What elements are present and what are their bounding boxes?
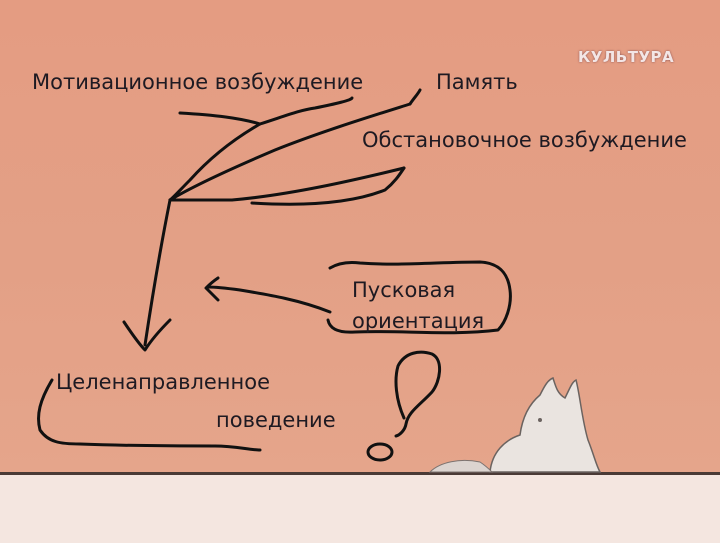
label-motivational-arousal: Мотивационное возбуждение <box>32 70 363 95</box>
logo-text: КУЛЬТУРА <box>578 48 674 66</box>
brace-motivational <box>180 98 352 124</box>
channel-logo: КУЛЬТУРА <box>578 44 698 72</box>
arrow-left <box>208 287 330 312</box>
label-goal-line2: поведение <box>216 408 336 433</box>
label-goal-line1: Целенаправленное <box>56 370 270 395</box>
arrow-left-head <box>206 278 218 300</box>
label-trigger-line1: Пусковая <box>352 278 455 303</box>
label-memory: Память <box>436 70 518 95</box>
brace-memory <box>410 90 420 104</box>
label-trigger-line2: ориентация <box>352 309 484 334</box>
label-situational-arousal: Обстановочное возбуждение <box>362 128 687 153</box>
question-dot <box>368 444 392 460</box>
question-mark <box>396 352 440 436</box>
